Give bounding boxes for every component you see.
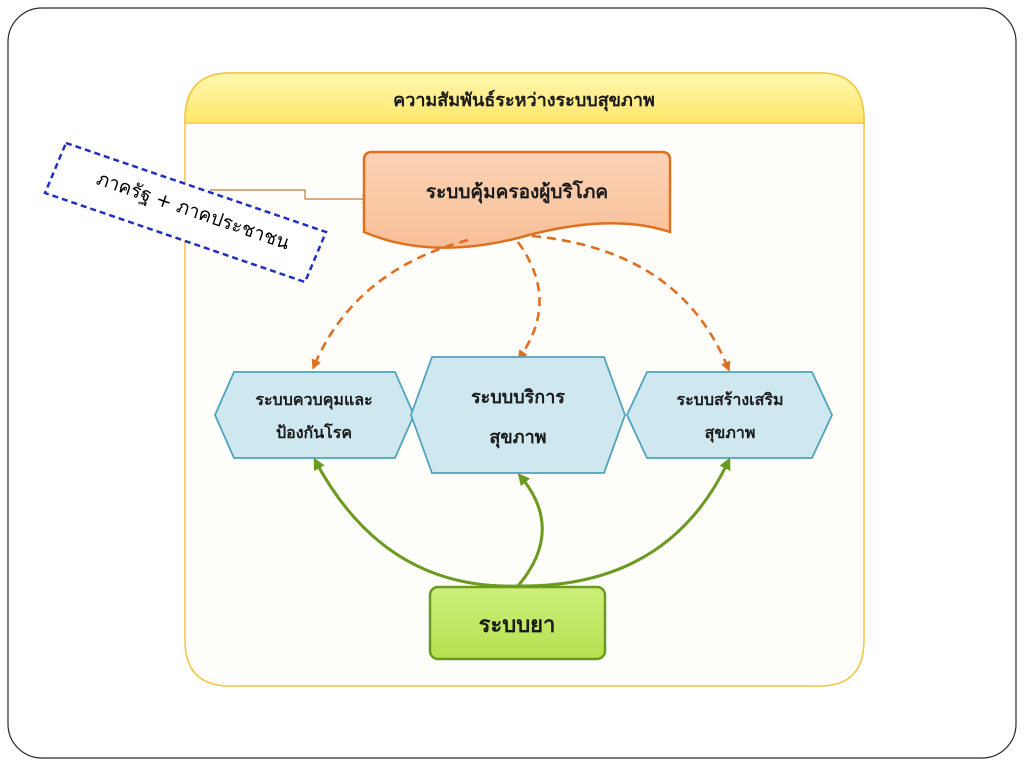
health-promotion-label-line2: สุขภาพ	[705, 423, 756, 443]
health-promotion-label-line1: ระบบสร้างเสริม	[676, 390, 783, 409]
disease-control-node: ระบบควบคุมและ ป้องกันโรค	[214, 371, 415, 459]
health-promotion-node: ระบบสร้างเสริม สุขภาพ	[626, 371, 833, 459]
health-service-label-line2: สุขภาพ	[489, 427, 546, 449]
callout-connector	[210, 189, 368, 199]
disease-control-label-line2: ป้องกันโรค	[276, 422, 352, 442]
solid-arrow-middle	[516, 473, 544, 587]
consumer-protection-node: ระบบคุ้มครองผู้บริโภค	[362, 150, 672, 249]
drug-system-label: ระบบยา	[479, 613, 556, 638]
diagram-title: ความสัมพันธ์ระหว่างระบบสุขภาพ	[393, 89, 655, 112]
dashed-arrow-right	[531, 234, 731, 372]
consumer-protection-label: ระบบคุ้มครองผู้บริโภค	[426, 180, 608, 204]
dashed-arrow-left	[311, 238, 469, 370]
drug-system-node: ระบบยา	[428, 585, 607, 661]
dashed-arrow-middle	[516, 241, 541, 361]
disease-control-label-line1: ระบบควบคุมและ	[255, 390, 372, 410]
callout-box	[43, 141, 328, 284]
title-band	[184, 72, 865, 124]
health-service-node: ระบบบริการ สุขภาพ	[410, 356, 626, 474]
solid-arrow-left	[313, 457, 519, 588]
health-service-label-line1: ระบบบริการ	[471, 387, 565, 408]
solid-arrow-right	[517, 457, 731, 588]
